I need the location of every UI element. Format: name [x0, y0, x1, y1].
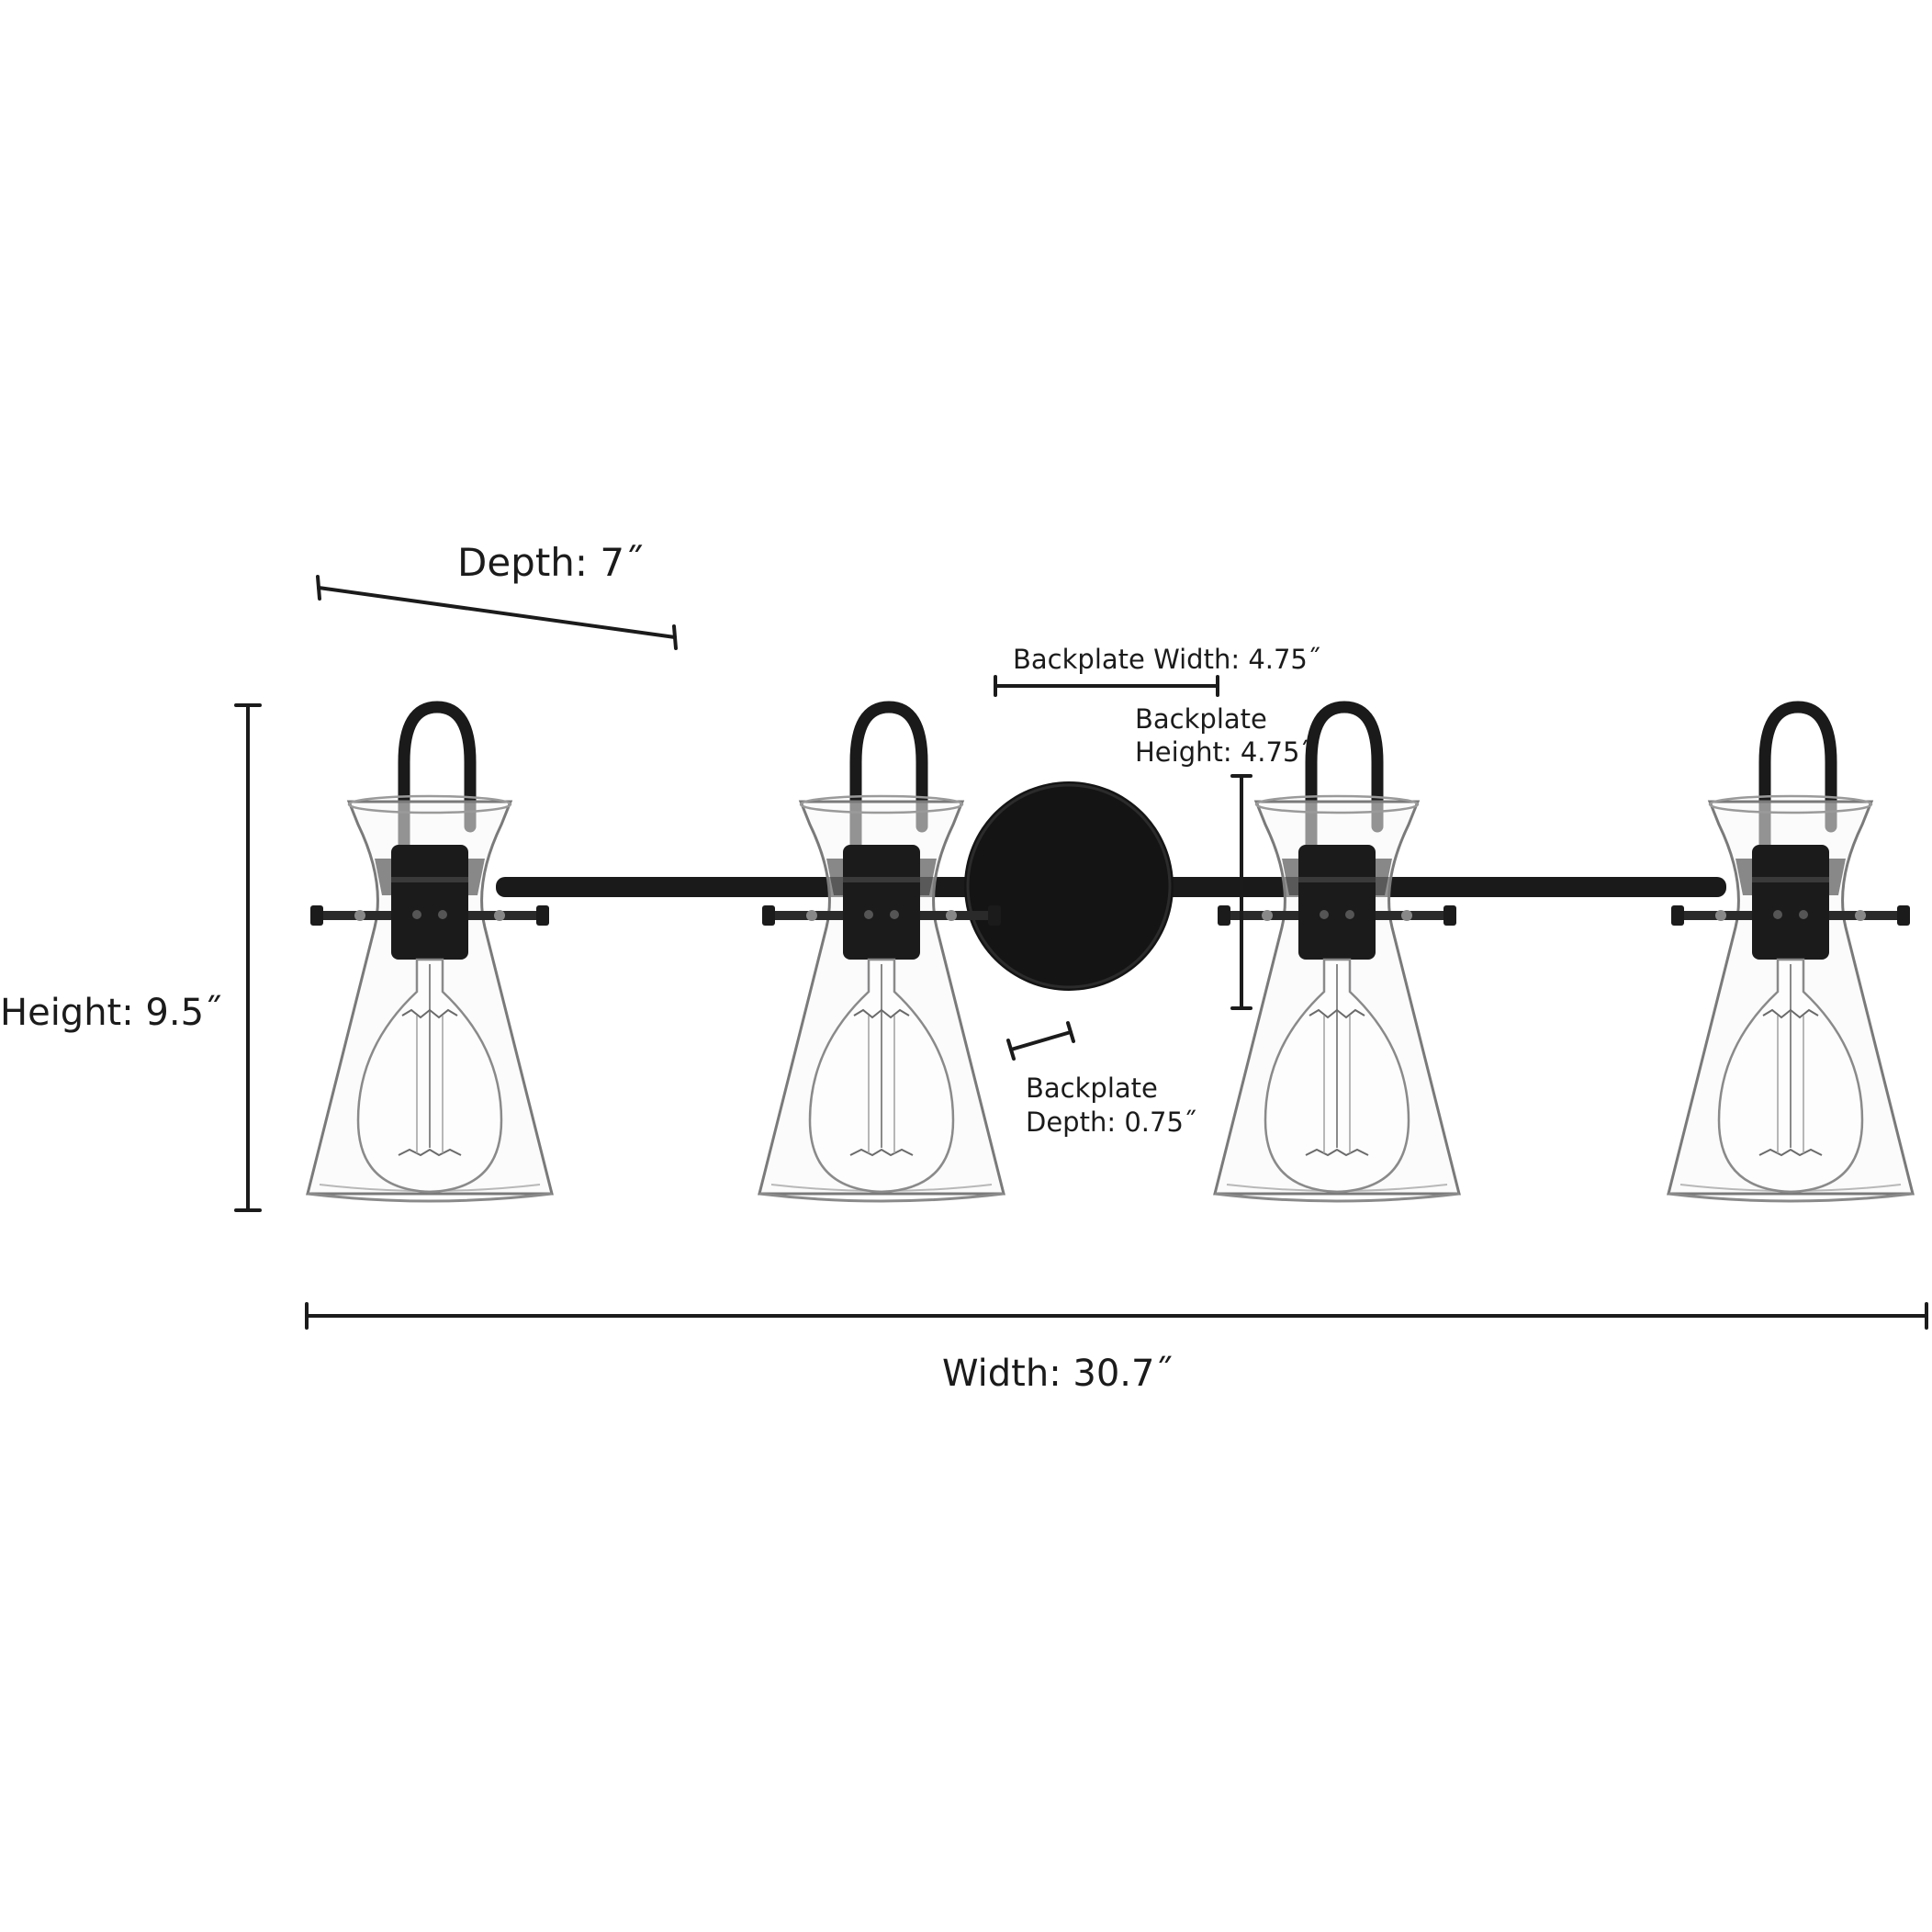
backplate-depth-label-line1: Backplate	[1026, 1073, 1158, 1104]
light-unit-1	[308, 707, 552, 1201]
dimension-lines	[234, 575, 1928, 1330]
light-unit-2	[759, 707, 1004, 1201]
backplate	[964, 781, 1174, 991]
depth-label: Depth: 7˝	[457, 540, 644, 585]
backplate-height-label-line1: Backplate	[1135, 703, 1267, 735]
backplate-highlight	[966, 783, 1172, 989]
height-label: Height: 9.5˝	[0, 992, 222, 1034]
depth-line	[317, 586, 677, 639]
backplate-width-label: Backplate Width: 4.75˝	[1013, 644, 1320, 675]
width-label: Width: 30.7˝	[942, 1353, 1173, 1395]
backplate-depth-line	[1009, 1030, 1073, 1051]
backplate-height-label-line2: Height: 4.75˝	[1135, 736, 1313, 768]
light-unit-3	[1215, 707, 1459, 1201]
backplate-depth-label-line2: Depth: 0.75˝	[1026, 1106, 1196, 1138]
light-unit-4	[1668, 707, 1913, 1201]
